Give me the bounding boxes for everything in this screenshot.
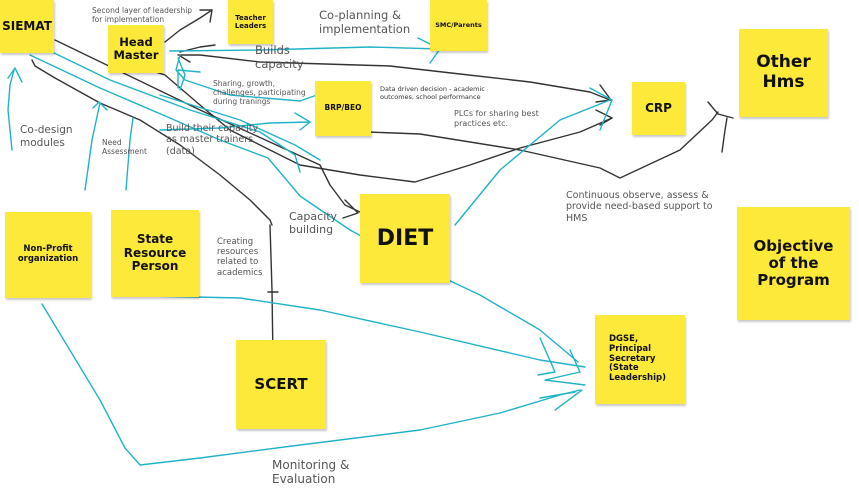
sticky-other-hms-text: Other Hms (756, 52, 811, 92)
sticky-head-master[interactable]: Head Master (108, 25, 164, 73)
arrowhead-crp-1 (595, 84, 612, 103)
sticky-objective-text: Objective of the Program (753, 236, 834, 290)
sticky-brp-beo-text: BRP/BEO (324, 103, 362, 113)
sticky-state-resource-person[interactable]: State Resource Person (111, 210, 199, 297)
sticky-dgse[interactable]: DGSE, Principal Secretary (State Leaders… (595, 315, 685, 404)
label-sharing-growth: Sharing, growth, challenges, participati… (213, 79, 306, 106)
label-creating-resources: Creating resources related to academics (217, 237, 263, 278)
sticky-state-resource-person-text: State Resource Person (123, 231, 187, 274)
sticky-smc-parents-text: SMC/Parents (435, 20, 482, 29)
sticky-brp-beo[interactable]: BRP/BEO (315, 81, 371, 136)
label-need-assessment: Need Assessment (102, 138, 147, 156)
arrow-srp-to-hm (84, 102, 101, 191)
sticky-objective[interactable]: Objective of the Program (737, 207, 850, 320)
sticky-scert-text: SCERT (254, 374, 308, 393)
arrow-npo-to-siemat (7, 69, 15, 151)
sticky-dgse-text: DGSE, Principal Secretary (State Leaders… (609, 334, 666, 384)
sticky-teacher-leaders[interactable]: Teacher Leaders (228, 0, 273, 44)
label-builds-capacity: Builds capacity (255, 43, 304, 71)
sticky-crp[interactable]: CRP (632, 82, 685, 135)
sticky-smc-parents[interactable]: SMC/Parents (430, 0, 487, 51)
label-data-driven: Data driven decision - academic outcomes… (380, 85, 485, 101)
sticky-teacher-leaders-text: Teacher Leaders (234, 13, 267, 30)
sticky-siemat-text: SIEMAT (2, 18, 52, 33)
sticky-crp-text: CRP (645, 100, 672, 115)
label-continuous-observe: Continuous observe, assess & provide nee… (566, 190, 713, 224)
sticky-other-hms[interactable]: Other Hms (739, 29, 828, 117)
arrowhead-other-hms (707, 101, 734, 119)
sticky-diet-text: DIET (376, 225, 434, 251)
label-co-planning: Co-planning & implementation (319, 8, 411, 36)
sticky-non-profit[interactable]: Non-Profit organization (5, 212, 91, 298)
label-co-design: Co-design modules (20, 124, 73, 149)
arrow-srp-to-dgse (149, 295, 586, 368)
sticky-scert[interactable]: SCERT (236, 340, 326, 429)
arrowhead-crp-2 (595, 109, 613, 126)
sticky-siemat[interactable]: SIEMAT (0, 0, 54, 53)
arrowhead-diet (342, 199, 359, 219)
label-build-capacity-master: Build their capacity as master trainers … (166, 123, 259, 157)
arrowhead-teacher-leaders (199, 9, 213, 23)
label-monitoring: Monitoring & Evaluation (272, 458, 350, 487)
label-second-layer: Second layer of leadership for implement… (92, 6, 193, 24)
label-plcs: PLCs for sharing best practices etc. (454, 109, 539, 128)
sticky-non-profit-text: Non-Profit organization (17, 244, 79, 264)
sticky-diet[interactable]: DIET (360, 194, 450, 283)
arrow-hm-to-smc (169, 46, 441, 52)
sticky-head-master-text: Head Master (113, 34, 159, 62)
label-capacity-building: Capacity building (289, 210, 338, 237)
